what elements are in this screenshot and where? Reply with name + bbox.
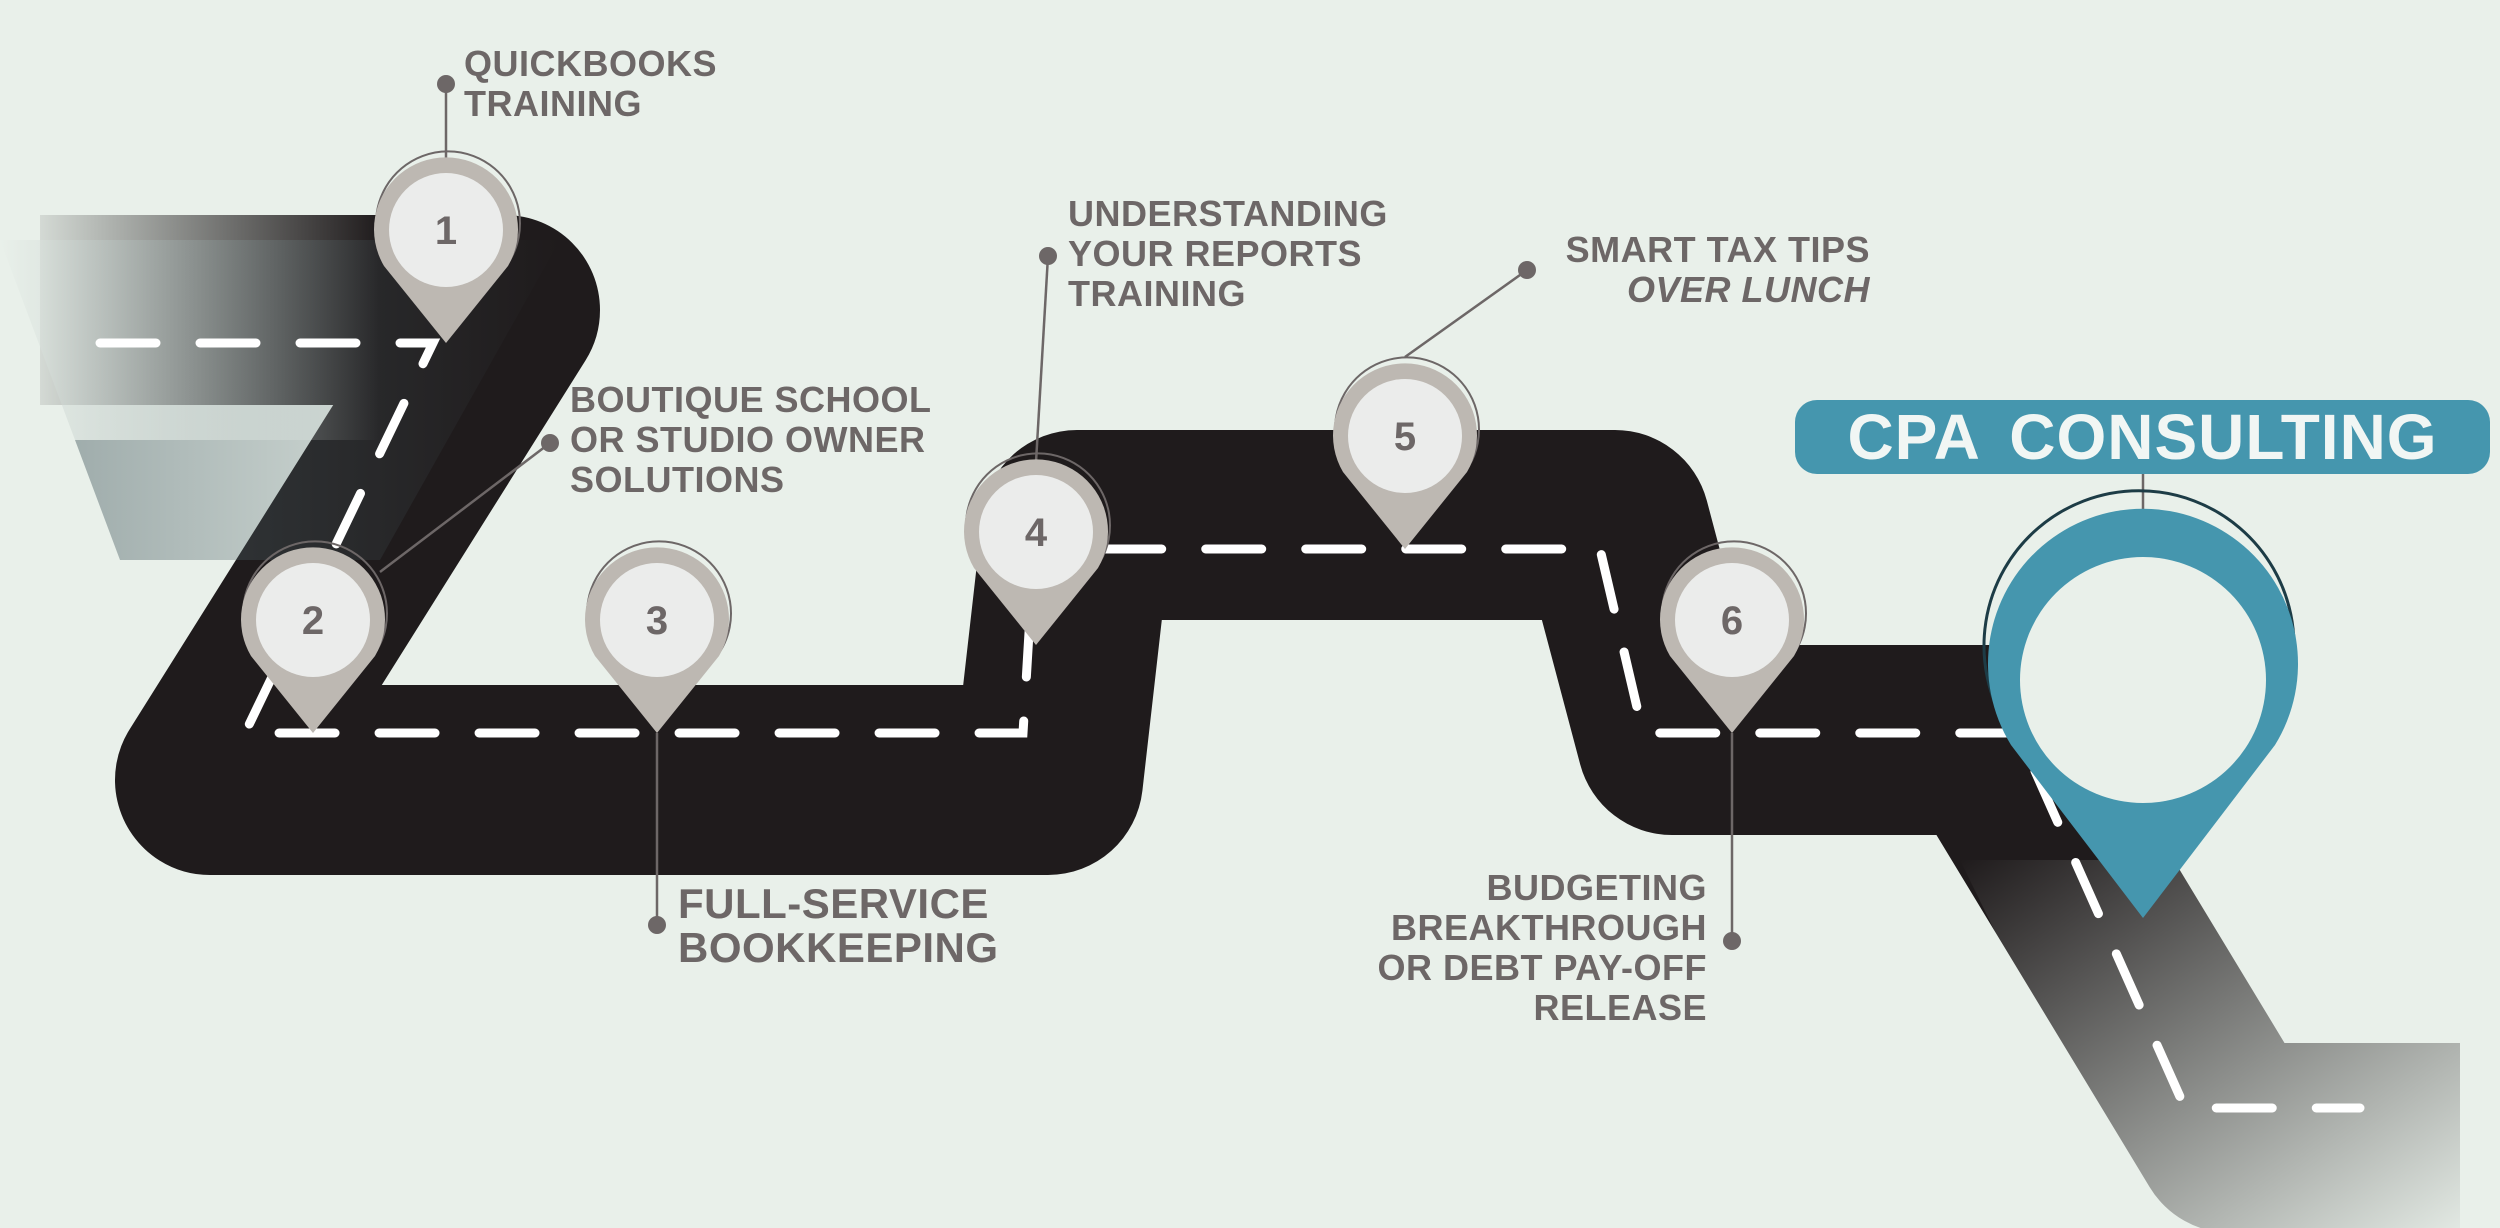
step-number: 6 (1721, 599, 1743, 643)
cpa-consulting-title: CPA CONSULTING (1847, 400, 2437, 474)
step-number: 4 (1025, 511, 1048, 555)
road-fade-right (1960, 860, 2500, 1228)
cpa-consulting-banner: CPA CONSULTING (1795, 400, 2490, 474)
leader-dot-6 (1723, 932, 1741, 950)
road-fade-left (0, 200, 380, 440)
leader-dot-3 (648, 916, 666, 934)
leader-5 (1405, 270, 1527, 357)
leader-4 (1036, 256, 1048, 462)
destination-pin-center (2020, 557, 2266, 803)
step-number: 3 (646, 599, 668, 643)
step-number: 2 (302, 599, 324, 643)
step-number: 5 (1394, 415, 1416, 459)
leader-dot-2 (541, 434, 559, 452)
leader-dot-5 (1518, 261, 1536, 279)
step-number: 1 (435, 209, 457, 253)
leader-dot-1 (437, 75, 455, 93)
leader-dot-4 (1039, 247, 1057, 265)
